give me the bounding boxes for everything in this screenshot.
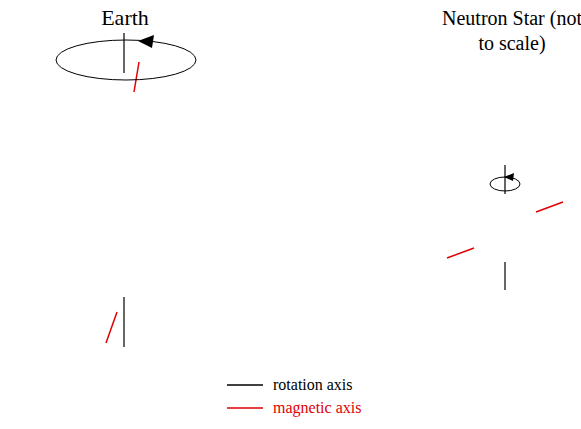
rotation-axis bbox=[123, 33, 124, 73]
rotation-arrowhead bbox=[138, 35, 154, 48]
body-heading: Earth bbox=[25, 4, 225, 32]
rotation-axis bbox=[123, 297, 124, 347]
body-circle bbox=[13, 73, 237, 297]
rotation-loop bbox=[56, 40, 196, 80]
legend-line-sample bbox=[225, 380, 265, 390]
body-outline bbox=[472, 195, 538, 261]
body-circle bbox=[471, 194, 539, 262]
rotation-axis bbox=[504, 165, 505, 194]
rotation-loop bbox=[490, 177, 520, 191]
celestial-body: Earth bbox=[25, 4, 225, 32]
rotation-axis bbox=[504, 262, 505, 290]
legend-label: magnetic axis bbox=[273, 398, 361, 418]
legend-line-sample bbox=[225, 403, 265, 413]
magnetic-axis bbox=[106, 312, 117, 343]
rotation-arrowhead bbox=[504, 173, 514, 181]
celestial-body: Neutron Star (not to scale) bbox=[437, 6, 581, 56]
legend-label: rotation axis bbox=[273, 375, 353, 395]
magnetic-axis bbox=[447, 248, 474, 258]
legend: rotation axis magnetic axis bbox=[225, 373, 361, 419]
body-heading: Neutron Star (not to scale) bbox=[437, 6, 581, 56]
legend-entry: rotation axis bbox=[225, 373, 361, 396]
magnetic-axis bbox=[536, 202, 563, 212]
legend-entry: magnetic axis bbox=[225, 396, 361, 419]
body-outline bbox=[15, 75, 236, 296]
magnetic-axis bbox=[134, 62, 139, 92]
